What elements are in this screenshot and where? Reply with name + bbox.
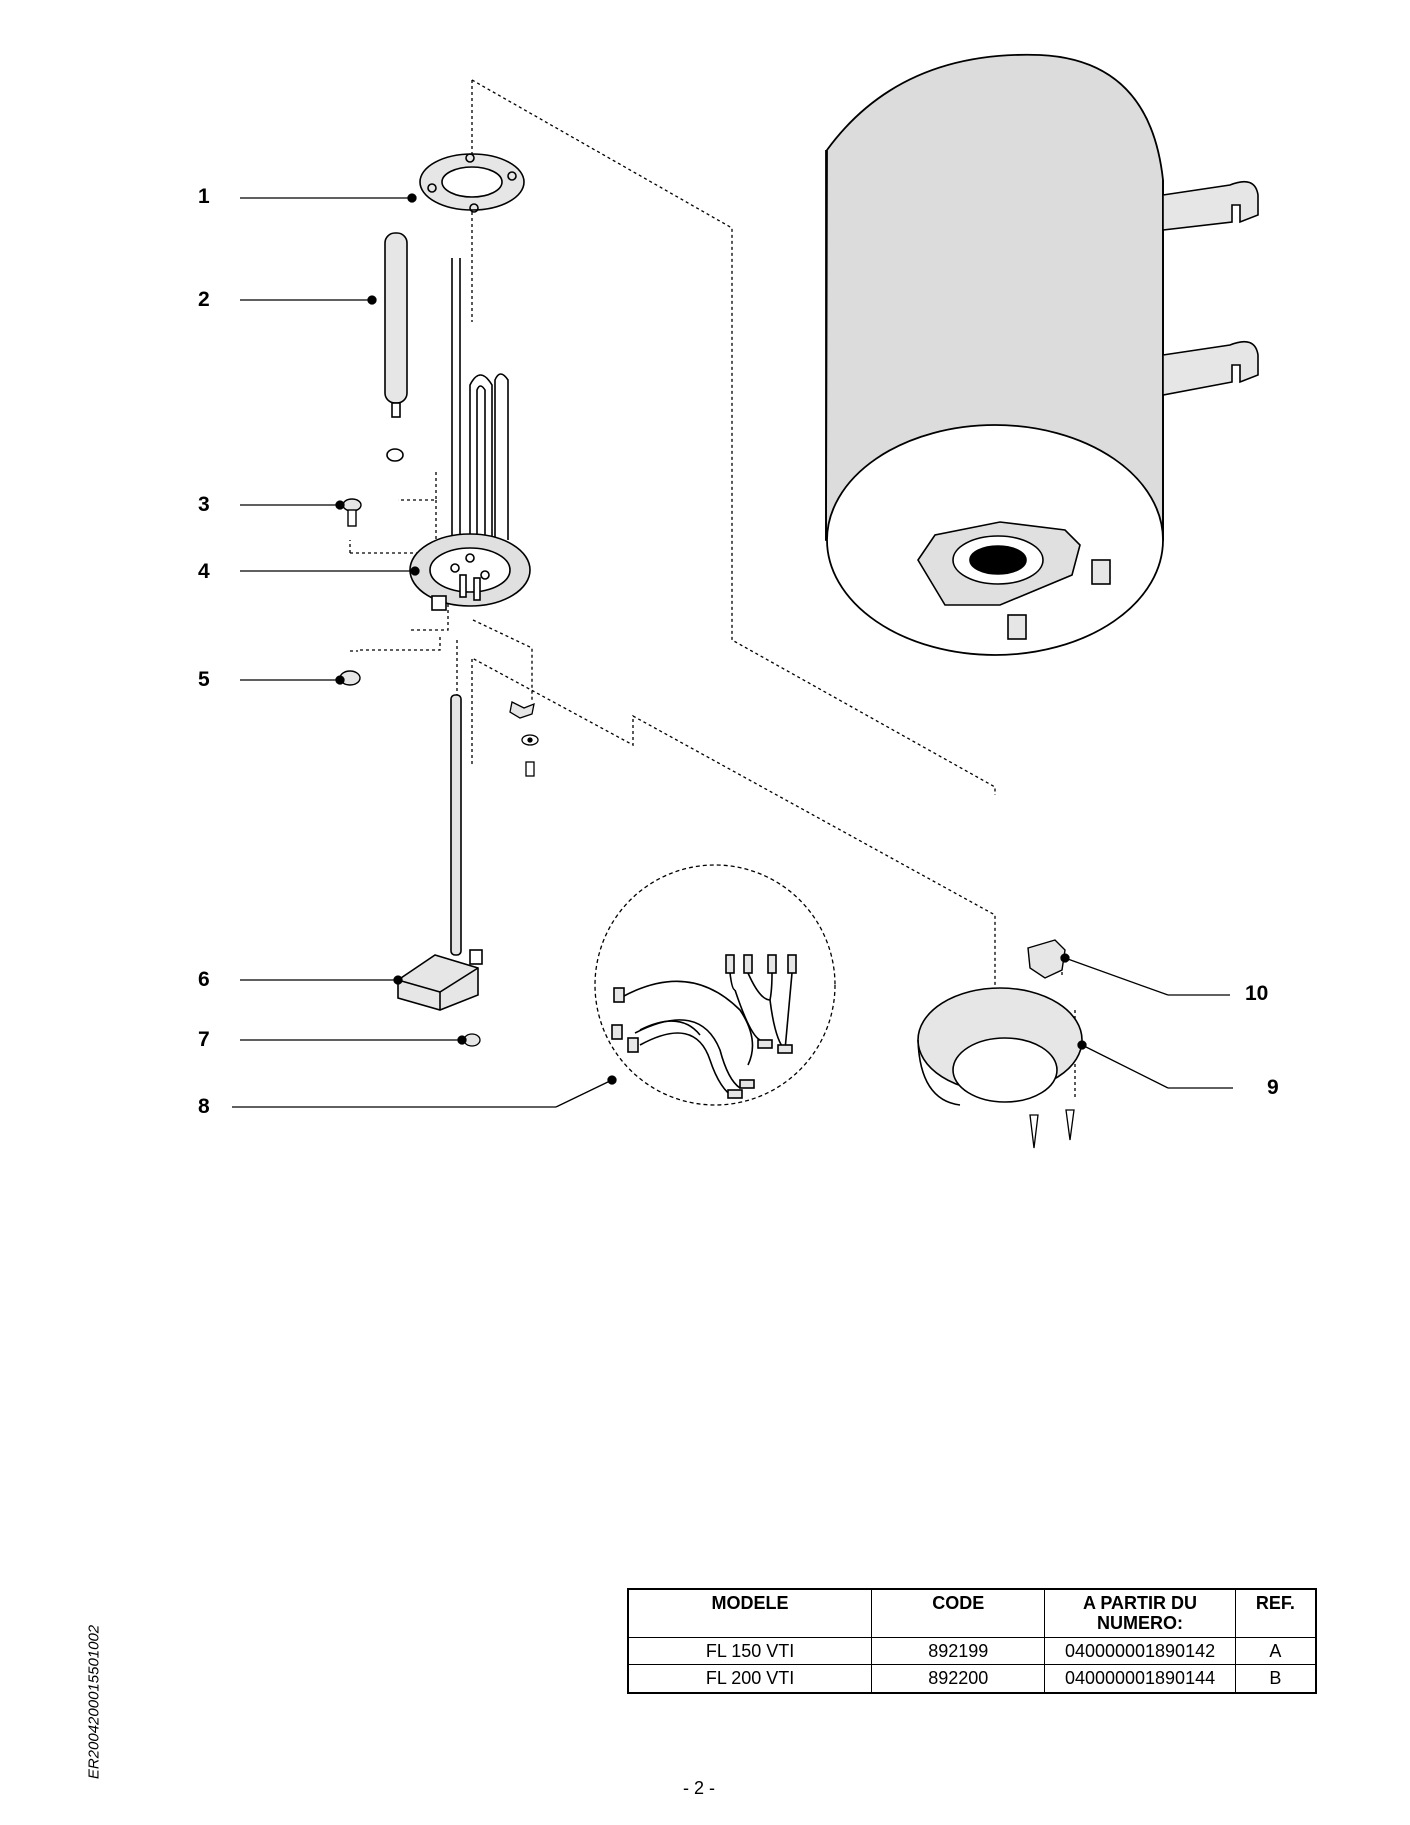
header-a-partir-line1: A PARTIR DU — [1083, 1593, 1198, 1613]
callout-1: 1 — [198, 185, 210, 208]
callout-7: 7 — [198, 1028, 210, 1051]
cell-ref: A — [1234, 1637, 1317, 1666]
cell-numero: 040000001890144 — [1044, 1664, 1236, 1693]
cell-modele: FL 200 VTI — [627, 1664, 873, 1693]
cell-ref: B — [1234, 1664, 1317, 1693]
cell-modele: FL 150 VTI — [627, 1637, 873, 1666]
header-a-partir-line2: NUMERO: — [1097, 1612, 1184, 1633]
document-code-frame: ER2004200015501002 — [79, 1601, 109, 1803]
header-ref: REF. — [1234, 1589, 1317, 1638]
element-flange-plate — [409, 533, 531, 611]
callout-4: 4 — [198, 560, 210, 583]
anode-rod — [384, 232, 408, 462]
header-a-partir: A PARTIR DU NUMERO: — [1044, 1589, 1236, 1638]
header-code: CODE — [871, 1589, 1046, 1638]
callout-3: 3 — [198, 493, 210, 516]
cover-screws — [1029, 1109, 1075, 1149]
callout-8: 8 — [198, 1095, 210, 1118]
table-row: FL 200 VTI 892200 040000001890144 B — [627, 1664, 1317, 1693]
cell-numero: 040000001890142 — [1044, 1637, 1236, 1666]
cover-clip — [1027, 939, 1066, 979]
table-row: FL 150 VTI 892199 040000001890142 A — [627, 1637, 1317, 1666]
callout-2: 2 — [198, 288, 210, 311]
table-header-row: MODELE CODE A PARTIR DU NUMERO: REF. — [627, 1589, 1317, 1638]
wiring-detail-circle — [594, 864, 836, 1106]
earth-clip — [509, 701, 539, 777]
callout-6: 6 — [198, 968, 210, 991]
page-number: - 2 - — [683, 1778, 716, 1798]
callout-leaders — [232, 193, 1233, 1108]
flange-gasket — [419, 153, 525, 213]
wiring-harness — [611, 954, 797, 1099]
protective-cover — [917, 987, 1083, 1106]
model-table: MODELE CODE A PARTIR DU NUMERO: REF. FL … — [627, 1588, 1317, 1694]
cell-code: 892199 — [871, 1637, 1046, 1666]
thermostat — [397, 694, 483, 1011]
screw — [342, 498, 362, 527]
wall-brackets — [1162, 180, 1259, 396]
callout-9: 9 — [1267, 1076, 1279, 1099]
callout-10: 10 — [1245, 982, 1269, 1005]
header-modele: MODELE — [627, 1589, 873, 1638]
cell-code: 892200 — [871, 1664, 1046, 1693]
callout-5: 5 — [198, 668, 210, 691]
document-code: ER2004200015501002 — [85, 1624, 103, 1780]
heating-element — [451, 258, 509, 540]
tank-bottom-flange — [917, 521, 1111, 640]
